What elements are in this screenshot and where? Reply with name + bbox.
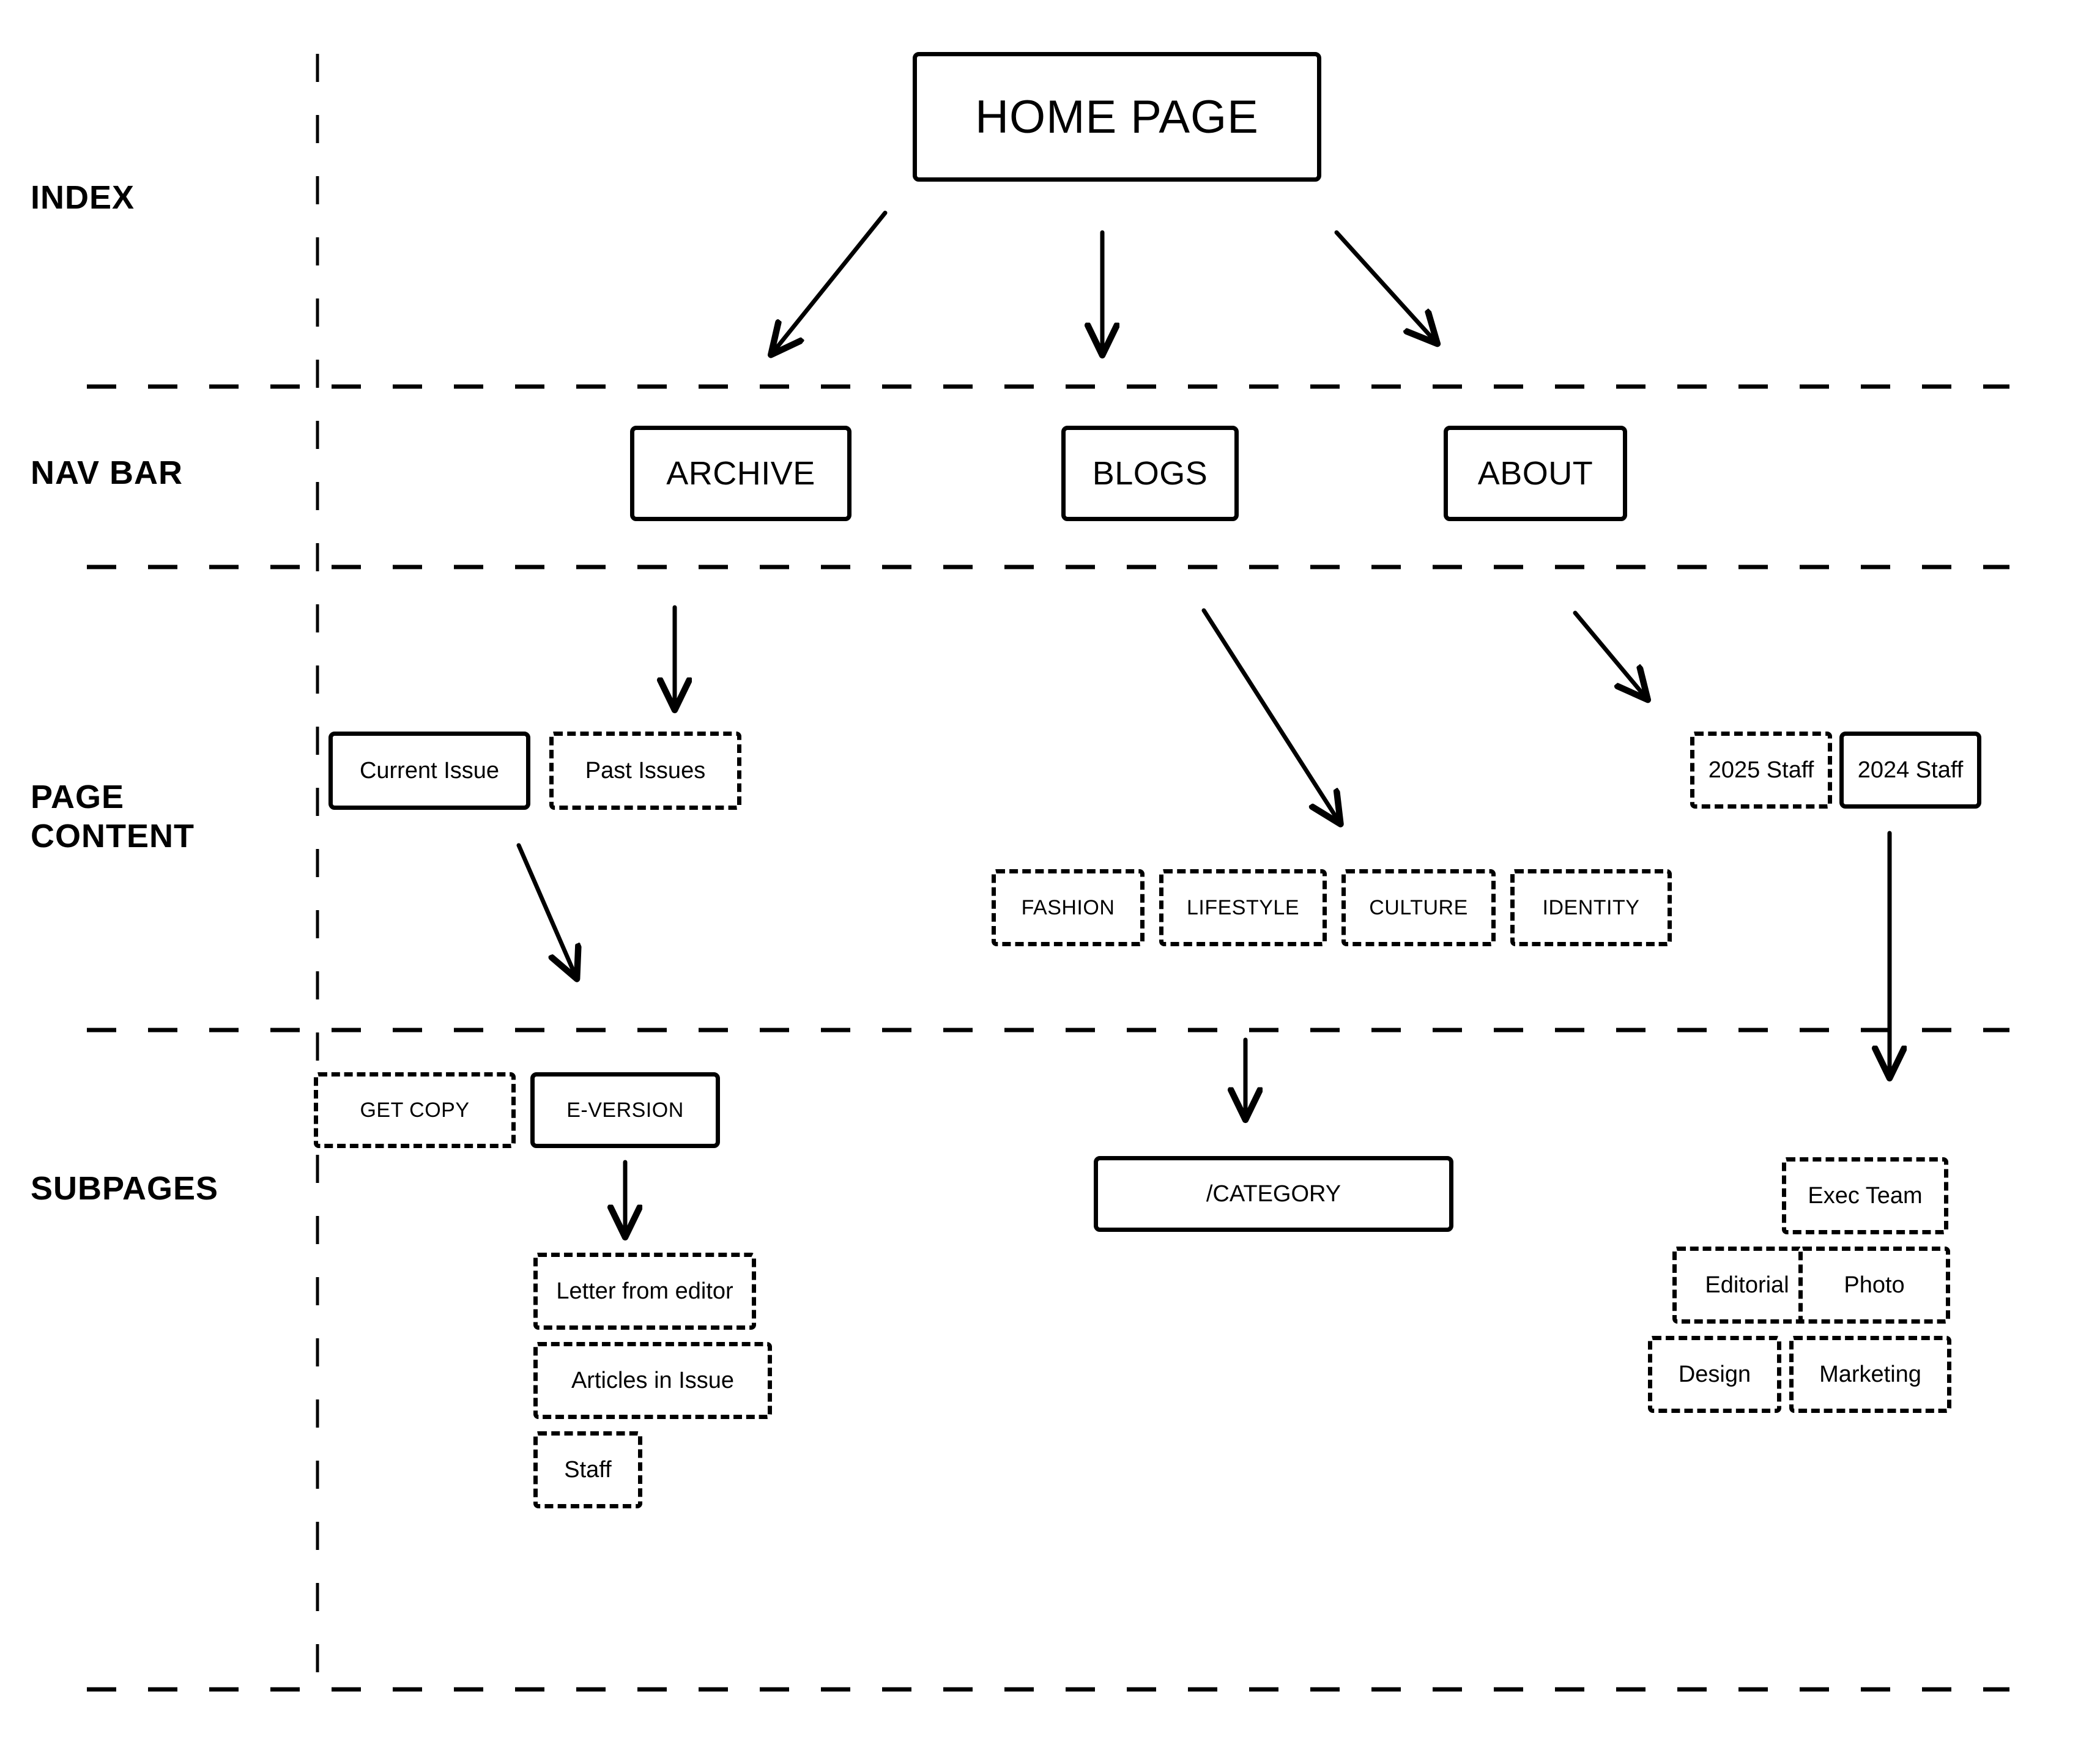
node-current-issue[interactable]: Current Issue bbox=[328, 732, 530, 810]
node-label-archive: ARCHIVE bbox=[666, 455, 815, 492]
node-label-staff-2024: 2024 Staff bbox=[1857, 757, 1964, 783]
node-cat-identity[interactable]: IDENTITY bbox=[1510, 869, 1672, 946]
row-label-index: INDEX bbox=[31, 179, 135, 216]
node-label-articles-in-issue: Articles in Issue bbox=[571, 1367, 735, 1393]
connector-blogs-to-categories bbox=[1201, 608, 1340, 823]
connector-current-issue-to-ever bbox=[516, 843, 576, 977]
node-letter-from-editor[interactable]: Letter from editor bbox=[533, 1253, 756, 1330]
node-articles-in-issue[interactable]: Articles in Issue bbox=[533, 1342, 772, 1419]
node-label-letter-from-editor: Letter from editor bbox=[556, 1278, 733, 1304]
node-label-marketing: Marketing bbox=[1819, 1361, 1921, 1387]
row-label-subpages: SUBPAGES bbox=[31, 1170, 219, 1207]
row-label-nav-bar: NAV BAR bbox=[31, 454, 183, 491]
node-label-staff-2025: 2025 Staff bbox=[1708, 757, 1814, 783]
node-past-issues[interactable]: Past Issues bbox=[549, 732, 741, 810]
node-label-cat-fashion: FASHION bbox=[1021, 895, 1115, 919]
node-blogs[interactable]: BLOGS bbox=[1061, 426, 1239, 521]
node-label-photo: Photo bbox=[1844, 1272, 1905, 1298]
node-label-current-issue: Current Issue bbox=[359, 757, 500, 784]
node-staff-2025[interactable]: 2025 Staff bbox=[1690, 732, 1832, 809]
node-staff-issue[interactable]: Staff bbox=[533, 1431, 642, 1508]
node-label-cat-culture: CULTURE bbox=[1369, 895, 1468, 919]
section-dividers bbox=[87, 54, 2009, 1692]
node-label-exec-team: Exec Team bbox=[1808, 1182, 1923, 1209]
node-cat-fashion[interactable]: FASHION bbox=[992, 869, 1145, 946]
node-category-page[interactable]: /CATEGORY bbox=[1094, 1156, 1453, 1232]
node-design[interactable]: Design bbox=[1648, 1336, 1781, 1413]
node-cat-lifestyle[interactable]: LIFESTYLE bbox=[1159, 869, 1327, 946]
arrow-connectors bbox=[516, 210, 1890, 1236]
node-label-staff-issue: Staff bbox=[564, 1456, 612, 1483]
node-label-editorial: Editorial bbox=[1705, 1272, 1789, 1298]
node-label-design: Design bbox=[1678, 1361, 1751, 1387]
node-label-get-copy: GET COPY bbox=[360, 1098, 470, 1122]
node-cat-culture[interactable]: CULTURE bbox=[1341, 869, 1496, 946]
connector-home-to-about bbox=[1334, 230, 1436, 343]
node-marketing[interactable]: Marketing bbox=[1789, 1336, 1951, 1413]
connector-about-to-staff bbox=[1573, 610, 1647, 699]
node-get-copy[interactable]: GET COPY bbox=[314, 1072, 516, 1148]
node-label-past-issues: Past Issues bbox=[585, 757, 706, 784]
node-label-category-page: /CATEGORY bbox=[1206, 1180, 1341, 1207]
node-e-version[interactable]: E-VERSION bbox=[530, 1072, 720, 1148]
node-editorial[interactable]: Editorial bbox=[1672, 1247, 1822, 1324]
node-photo[interactable]: Photo bbox=[1798, 1247, 1950, 1324]
node-label-about: ABOUT bbox=[1477, 455, 1594, 492]
node-label-home-page: HOME PAGE bbox=[975, 91, 1259, 143]
node-archive[interactable]: ARCHIVE bbox=[630, 426, 852, 521]
node-label-cat-identity: IDENTITY bbox=[1542, 895, 1640, 919]
node-about[interactable]: ABOUT bbox=[1444, 426, 1627, 521]
row-label-page-content: PAGE CONTENT bbox=[31, 779, 195, 854]
node-home-page[interactable]: HOME PAGE bbox=[913, 52, 1321, 182]
node-label-blogs: BLOGS bbox=[1092, 455, 1208, 492]
connector-home-to-archive bbox=[772, 210, 888, 354]
node-staff-2024[interactable]: 2024 Staff bbox=[1839, 732, 1981, 809]
node-label-e-version: E-VERSION bbox=[566, 1098, 684, 1122]
node-exec-team[interactable]: Exec Team bbox=[1782, 1157, 1948, 1234]
node-label-cat-lifestyle: LIFESTYLE bbox=[1186, 895, 1299, 919]
